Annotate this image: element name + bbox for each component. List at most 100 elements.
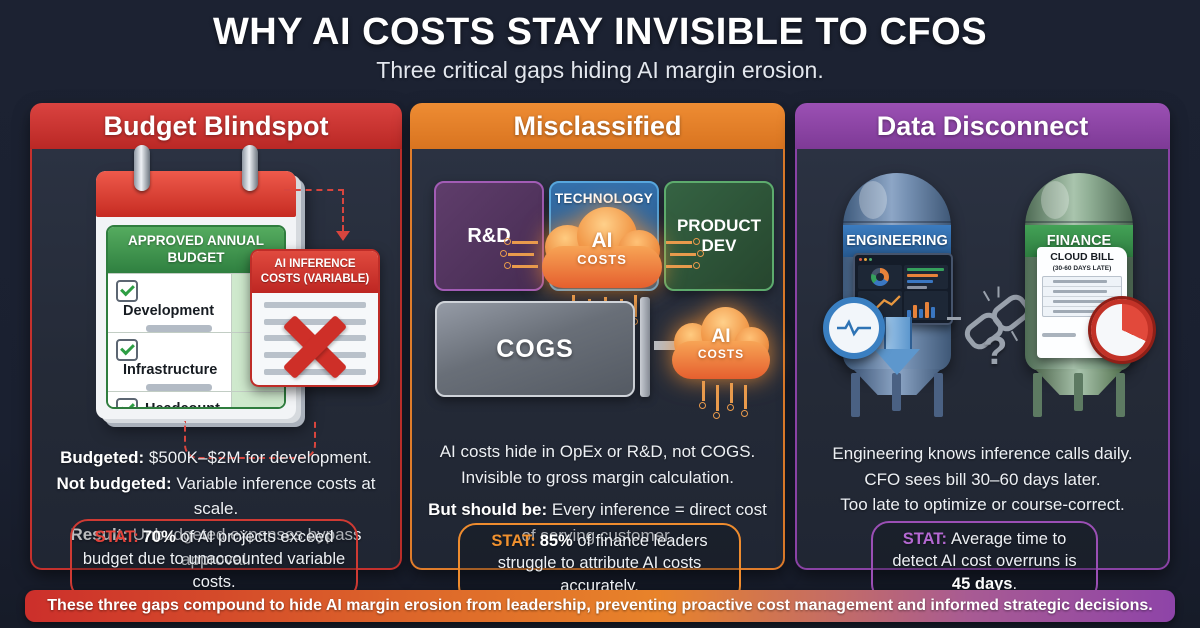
bill-row bbox=[1043, 307, 1121, 316]
checkbox-checked-icon bbox=[116, 338, 138, 361]
circuit-trace bbox=[699, 381, 706, 409]
budget-item: Headcount bbox=[108, 392, 231, 409]
cloud-label-ai: AI bbox=[711, 326, 731, 348]
rejected-x-icon bbox=[283, 315, 347, 379]
column bbox=[919, 309, 923, 318]
circuit-trace bbox=[500, 250, 534, 257]
tank-leg bbox=[892, 373, 901, 411]
disconnect-text-block: Engineering knows inference calls daily.… bbox=[807, 441, 1158, 518]
bold-prefix: Budgeted: bbox=[60, 448, 145, 467]
budget-stat-box: STAT:70% of AI projects exceed budget du… bbox=[70, 519, 358, 600]
bar-list-icon bbox=[904, 265, 948, 289]
bill-row bbox=[1043, 287, 1121, 297]
panel-budget-title: Budget Blindspot bbox=[30, 103, 402, 149]
rejected-document bbox=[252, 293, 378, 387]
line-text: Invisible to gross margin calculation. bbox=[460, 467, 735, 487]
tank-seam bbox=[1025, 221, 1133, 223]
panel-budget-body: APPROVED ANNUAL BUDGET Development Infra… bbox=[30, 145, 402, 600]
disconnect-line: Too late to optimize or course-correct. bbox=[840, 495, 1125, 514]
cloud-bill-receipt: CLOUD BILL (30-60 DAYS LATE) bbox=[1037, 247, 1127, 358]
cloud-bill-title: CLOUD BILL bbox=[1050, 251, 1114, 263]
bill-table bbox=[1042, 275, 1122, 317]
donut bbox=[871, 268, 889, 286]
line-text: AI costs hide in OpEx or R&D, not COGS. bbox=[439, 442, 756, 461]
budget-line: Budgeted: $500K–$2M for development. bbox=[42, 445, 390, 471]
down-arrow-icon bbox=[874, 349, 920, 375]
budget-item-label: Headcount bbox=[145, 400, 220, 409]
footer-banner: These three gaps compound to hide AI mar… bbox=[25, 590, 1175, 622]
misclassified-text-block: AI costs hide in OpEx or R&D, not COGS. … bbox=[422, 439, 773, 548]
dashed-connector bbox=[184, 421, 316, 459]
stat-strong: 85% bbox=[539, 532, 573, 550]
calendar-ring-icon bbox=[134, 145, 150, 191]
stat-strong: 45 days bbox=[951, 574, 1013, 593]
budget-item-label: Development bbox=[123, 302, 215, 319]
cogs-label: COGS bbox=[496, 334, 574, 363]
product-dev-box: PRODUCT DEV bbox=[664, 181, 774, 291]
panel-data-disconnect: Data Disconnect ENGINEERING bbox=[795, 103, 1170, 602]
line-text: $500K–$2M for development. bbox=[144, 448, 372, 467]
page-subtitle: Three critical gaps hiding AI margin ero… bbox=[376, 57, 824, 83]
misclassified-line: But should be: Every inference = direct … bbox=[422, 497, 773, 548]
bar bbox=[907, 274, 938, 277]
cloud-label-costs: COSTS bbox=[577, 251, 627, 267]
bill-footer-line bbox=[1042, 332, 1076, 337]
budget-item-row: Headcount bbox=[108, 390, 284, 409]
calendar-header-band bbox=[96, 171, 296, 217]
stat-strong: 70% bbox=[142, 528, 176, 546]
ai-inference-costs-card: AI INFERENCE COSTS (VARIABLE) bbox=[250, 249, 380, 387]
cloud-body bbox=[542, 245, 662, 288]
bold-prefix: But should be: bbox=[428, 500, 548, 519]
stat-text: Average time to detect AI cost overruns … bbox=[892, 530, 1077, 571]
cogs-box: COGS bbox=[435, 301, 635, 397]
line-text: Every inference = direct cost of serving… bbox=[521, 500, 767, 545]
ai-costs-cloud-icon: AI COSTS bbox=[540, 207, 664, 295]
budget-line: Not budgeted: Variable inference costs a… bbox=[42, 471, 390, 522]
cloud-text: AI COSTS bbox=[670, 327, 772, 361]
misclassified-line: Invisible to gross margin calculation. bbox=[422, 465, 773, 491]
panel-budget-blindspot: Budget Blindspot APPROVED ANNUAL BUDGET … bbox=[30, 103, 402, 600]
columns bbox=[907, 300, 945, 318]
document-line bbox=[264, 301, 366, 308]
circuit-trace bbox=[670, 250, 704, 257]
spark bbox=[997, 286, 1000, 298]
circuit-trace bbox=[713, 385, 720, 419]
checkbox-checked-icon bbox=[116, 279, 138, 302]
rd-label: R&D bbox=[467, 224, 511, 247]
panel-misclassified-body: R&D TECHNOLOGY PRODUCT DEV AI COSTS bbox=[410, 149, 785, 604]
tank-leg bbox=[934, 373, 943, 417]
ai-costs-cloud-icon: AI COSTS bbox=[670, 307, 772, 385]
bill-row bbox=[1043, 297, 1121, 307]
placeholder-bar bbox=[146, 324, 212, 332]
cloud-bill-subtitle: (30-60 DAYS LATE) bbox=[1052, 264, 1112, 272]
cloud-label-ai: AI bbox=[591, 228, 613, 252]
document-line bbox=[264, 386, 366, 387]
product-dev-label: PRODUCT DEV bbox=[676, 216, 762, 255]
stat-text: of AI projects exceed budget due to unac… bbox=[82, 528, 346, 591]
placeholder-bar bbox=[146, 383, 212, 391]
spark bbox=[982, 290, 991, 302]
window-dot-icon bbox=[869, 258, 872, 261]
budget-amount-cell bbox=[231, 391, 284, 407]
realtime-clock-icon bbox=[823, 297, 885, 359]
calendar-ring-icon bbox=[242, 145, 258, 191]
engineering-label: ENGINEERING bbox=[843, 225, 951, 257]
dashed-connector bbox=[342, 189, 344, 231]
dashboard-titlebar bbox=[859, 258, 948, 263]
panel-misclassified-title: Misclassified bbox=[410, 103, 785, 149]
rd-box: R&D bbox=[434, 181, 544, 291]
budget-item: Development bbox=[108, 274, 231, 332]
panel-data-disconnect-title: Data Disconnect bbox=[795, 103, 1170, 149]
cloud-body bbox=[672, 341, 770, 379]
dashed-connector bbox=[284, 189, 344, 191]
donut-chart-icon bbox=[858, 265, 902, 289]
bold-prefix: Not budgeted: bbox=[56, 473, 172, 493]
stat-label: STAT: bbox=[491, 532, 536, 550]
delayed-clock-icon bbox=[1091, 299, 1153, 361]
column bbox=[931, 307, 935, 318]
spark bbox=[1010, 330, 1019, 342]
stat-label: STAT: bbox=[902, 530, 948, 548]
line-text: Variable inference costs at scale. bbox=[171, 473, 376, 519]
ai-inference-costs-title: AI INFERENCE COSTS (VARIABLE) bbox=[252, 251, 378, 293]
